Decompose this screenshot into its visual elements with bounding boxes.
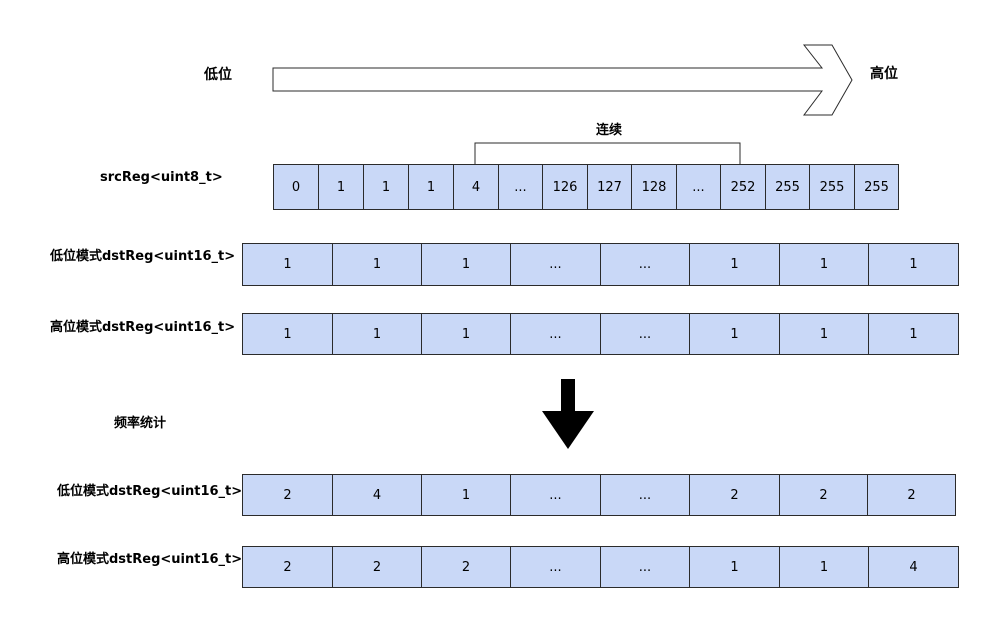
src-cell: 127 (588, 165, 632, 209)
dst-low-before-row: 1 1 1 ... ... 1 1 1 (242, 243, 959, 286)
dst-cell: ... (511, 314, 601, 354)
dst-high-after-row: 2 2 2 ... ... 1 1 4 (242, 546, 959, 588)
dst-cell: 1 (333, 314, 422, 354)
dst-cell: 2 (243, 547, 333, 587)
dst-cell: 1 (869, 244, 959, 285)
src-register-row: 0 1 1 1 4 ... 126 127 128 ... 252 255 25… (273, 164, 899, 210)
dst-low-after-row: 2 4 1 ... ... 2 2 2 (242, 474, 956, 516)
src-cell: 252 (721, 165, 766, 209)
dst-cell: 2 (690, 475, 780, 515)
src-cell: 4 (454, 165, 499, 209)
dst-cell: ... (601, 244, 690, 285)
low-bit-label: 低位 (204, 67, 232, 83)
dst-cell: 1 (422, 475, 511, 515)
src-cell: 128 (632, 165, 677, 209)
dst-high-before-row: 1 1 1 ... ... 1 1 1 (242, 313, 959, 355)
dst-cell: 1 (422, 314, 511, 354)
src-cell: 0 (274, 165, 319, 209)
dst-low-before-label: 低位模式dstReg<uint16_t> (50, 249, 236, 264)
dst-cell: 2 (243, 475, 333, 515)
src-cell: 255 (766, 165, 810, 209)
dst-cell: ... (601, 314, 690, 354)
dst-cell: 2 (422, 547, 511, 587)
down-arrow-icon (542, 379, 594, 449)
src-cell: 126 (543, 165, 588, 209)
dst-cell: 1 (333, 244, 422, 285)
src-cell: 255 (855, 165, 899, 209)
src-row-label: srcReg<uint8_t> (100, 170, 223, 185)
src-cell: 1 (364, 165, 409, 209)
frequency-stat-label: 频率统计 (114, 416, 167, 431)
dst-low-after-label: 低位模式dstReg<uint16_t> (57, 484, 243, 499)
dst-cell: ... (511, 475, 601, 515)
src-cell: ... (677, 165, 721, 209)
dst-cell: ... (511, 547, 601, 587)
dst-cell: ... (601, 547, 690, 587)
low-to-high-arrow (272, 44, 853, 116)
dst-high-after-label: 高位模式dstReg<uint16_t> (57, 552, 243, 567)
dst-cell: 1 (243, 244, 333, 285)
src-cell: 1 (319, 165, 364, 209)
dst-cell: 2 (333, 547, 422, 587)
dst-cell: 1 (690, 547, 780, 587)
dst-cell: 1 (780, 244, 869, 285)
dst-cell: 4 (869, 547, 959, 587)
high-bit-label: 高位 (870, 66, 898, 82)
dst-cell: 1 (690, 314, 780, 354)
src-cell: 1 (409, 165, 454, 209)
dst-cell: ... (511, 244, 601, 285)
dst-cell: 1 (422, 244, 511, 285)
dst-cell: 4 (333, 475, 422, 515)
src-cell: 255 (810, 165, 855, 209)
dst-cell: 1 (869, 314, 959, 354)
bracket-label: 连续 (596, 123, 623, 138)
dst-cell: ... (601, 475, 690, 515)
dst-cell: 1 (690, 244, 780, 285)
dst-cell: 2 (780, 475, 868, 515)
dst-high-before-label: 高位模式dstReg<uint16_t> (50, 320, 236, 335)
dst-cell: 1 (780, 547, 869, 587)
dst-cell: 1 (780, 314, 869, 354)
dst-cell: 1 (243, 314, 333, 354)
src-cell: ... (499, 165, 543, 209)
dst-cell: 2 (868, 475, 956, 515)
contiguous-bracket (474, 142, 741, 164)
